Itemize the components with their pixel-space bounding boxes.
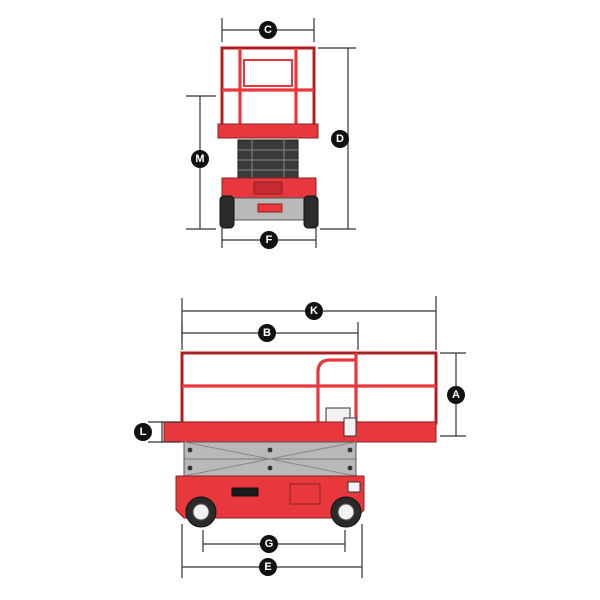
side-pin-2 — [187, 465, 193, 471]
side-chassis-label — [231, 487, 259, 497]
front-guard-rail — [220, 46, 316, 128]
badge-c: C — [259, 21, 277, 39]
badge-l-text: L — [140, 426, 147, 438]
side-chassis-door — [289, 483, 321, 505]
badge-f: F — [260, 231, 278, 249]
badge-a: A — [447, 386, 465, 404]
side-pin-6 — [347, 465, 353, 471]
badge-b-circle — [258, 324, 276, 342]
side-view — [163, 351, 438, 528]
badge-m-text: M — [195, 153, 204, 165]
front-scissor-block — [237, 139, 299, 179]
badge-e-circle — [259, 558, 277, 576]
badge-f-circle — [260, 231, 278, 249]
badge-a-text: A — [452, 389, 460, 401]
badge-g-circle — [260, 535, 278, 553]
badge-c-text: C — [264, 24, 272, 36]
side-rail-gate — [316, 358, 356, 423]
badge-e: E — [259, 558, 277, 576]
front-wheel-right — [303, 195, 319, 229]
side-platform-deck — [163, 421, 437, 443]
badge-a-circle — [447, 386, 465, 404]
side-wheel-rear — [185, 496, 217, 528]
front-scissor-stack — [237, 139, 299, 179]
badge-d: D — [331, 130, 349, 148]
side-pin-4 — [267, 465, 273, 471]
badge-m: M — [191, 150, 209, 168]
badge-b-text: B — [263, 327, 271, 339]
side-pin-3 — [267, 447, 273, 453]
side-pin-1 — [187, 447, 193, 453]
front-wheel-left — [219, 195, 235, 229]
side-wheel-rear-hub — [192, 503, 210, 521]
badge-g-text: G — [265, 538, 274, 550]
side-pin-5 — [347, 447, 353, 453]
front-view — [217, 46, 319, 229]
side-rail-outline — [181, 352, 437, 424]
badge-k-text: K — [310, 305, 318, 317]
front-rail-inner — [243, 59, 293, 87]
side-controller — [343, 417, 357, 437]
front-platform-deck — [217, 123, 319, 139]
badge-d-circle — [331, 130, 349, 148]
side-wheel-front-hub — [337, 503, 355, 521]
side-wheel-front — [330, 496, 362, 528]
badge-d-text: D — [336, 133, 344, 145]
badge-l-circle — [134, 423, 152, 441]
dimension-l — [148, 421, 180, 443]
badge-m-circle — [191, 150, 209, 168]
badge-e-text: E — [264, 561, 271, 573]
badge-k-circle — [305, 302, 323, 320]
side-scissor-stack — [183, 441, 357, 477]
side-rail-outer — [180, 351, 438, 425]
front-chassis-light — [257, 203, 283, 213]
badge-g: G — [260, 535, 278, 553]
badge-b: B — [258, 324, 276, 342]
front-chassis-panel — [253, 181, 283, 195]
badge-k: K — [305, 302, 323, 320]
side-chassis-light — [347, 481, 361, 493]
badge-l: L — [134, 423, 152, 441]
badge-c-circle — [259, 21, 277, 39]
badge-f-text: F — [266, 234, 273, 246]
side-scissor-diag-2 — [183, 441, 357, 477]
side-guard-rail — [180, 351, 438, 425]
